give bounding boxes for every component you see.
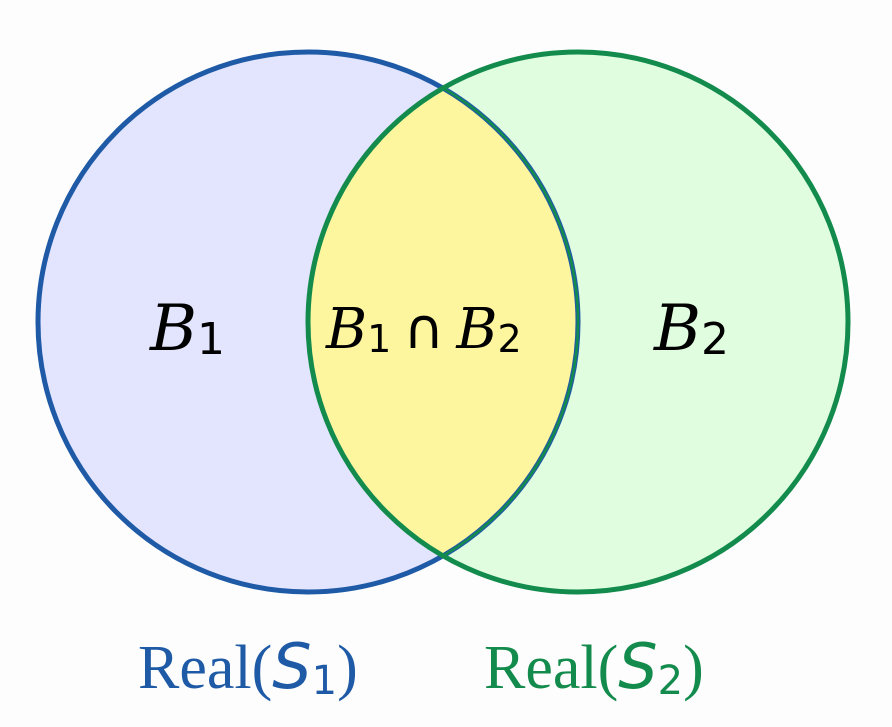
caption-left-suffix: )	[337, 634, 358, 702]
caption-right-var: S	[618, 630, 657, 703]
region-label-intersection: B1∩B2	[325, 297, 522, 362]
caption-right-prefix: Real(	[484, 634, 618, 702]
caption-left-prefix: Real(	[138, 634, 272, 702]
region-label-left: B1	[149, 292, 225, 366]
intersection-left-letter: B	[325, 297, 367, 362]
set-caption-right: Real(S2)	[484, 630, 704, 704]
intersection-left-subscript: 1	[367, 317, 391, 361]
region-left-subscript: 1	[197, 314, 225, 365]
set-right-outline	[305, 49, 851, 595]
intersection-boundary	[310, 54, 580, 590]
caption-left-subscript: 1	[312, 658, 337, 704]
intersection-fill	[308, 52, 578, 592]
set-caption-left: Real(S1)	[138, 630, 358, 704]
region-left-letter: B	[149, 292, 197, 366]
caption-left-var: S	[272, 630, 311, 703]
intersection-right-letter: B	[455, 297, 497, 362]
region-right-subscript: 2	[701, 314, 729, 365]
intersection-right-subscript: 2	[498, 317, 522, 361]
intersection-operator: ∩	[403, 297, 444, 362]
region-label-right: B2	[653, 292, 729, 366]
region-right-letter: B	[653, 292, 701, 366]
caption-right-suffix: )	[683, 634, 704, 702]
caption-right-subscript: 2	[658, 658, 683, 704]
